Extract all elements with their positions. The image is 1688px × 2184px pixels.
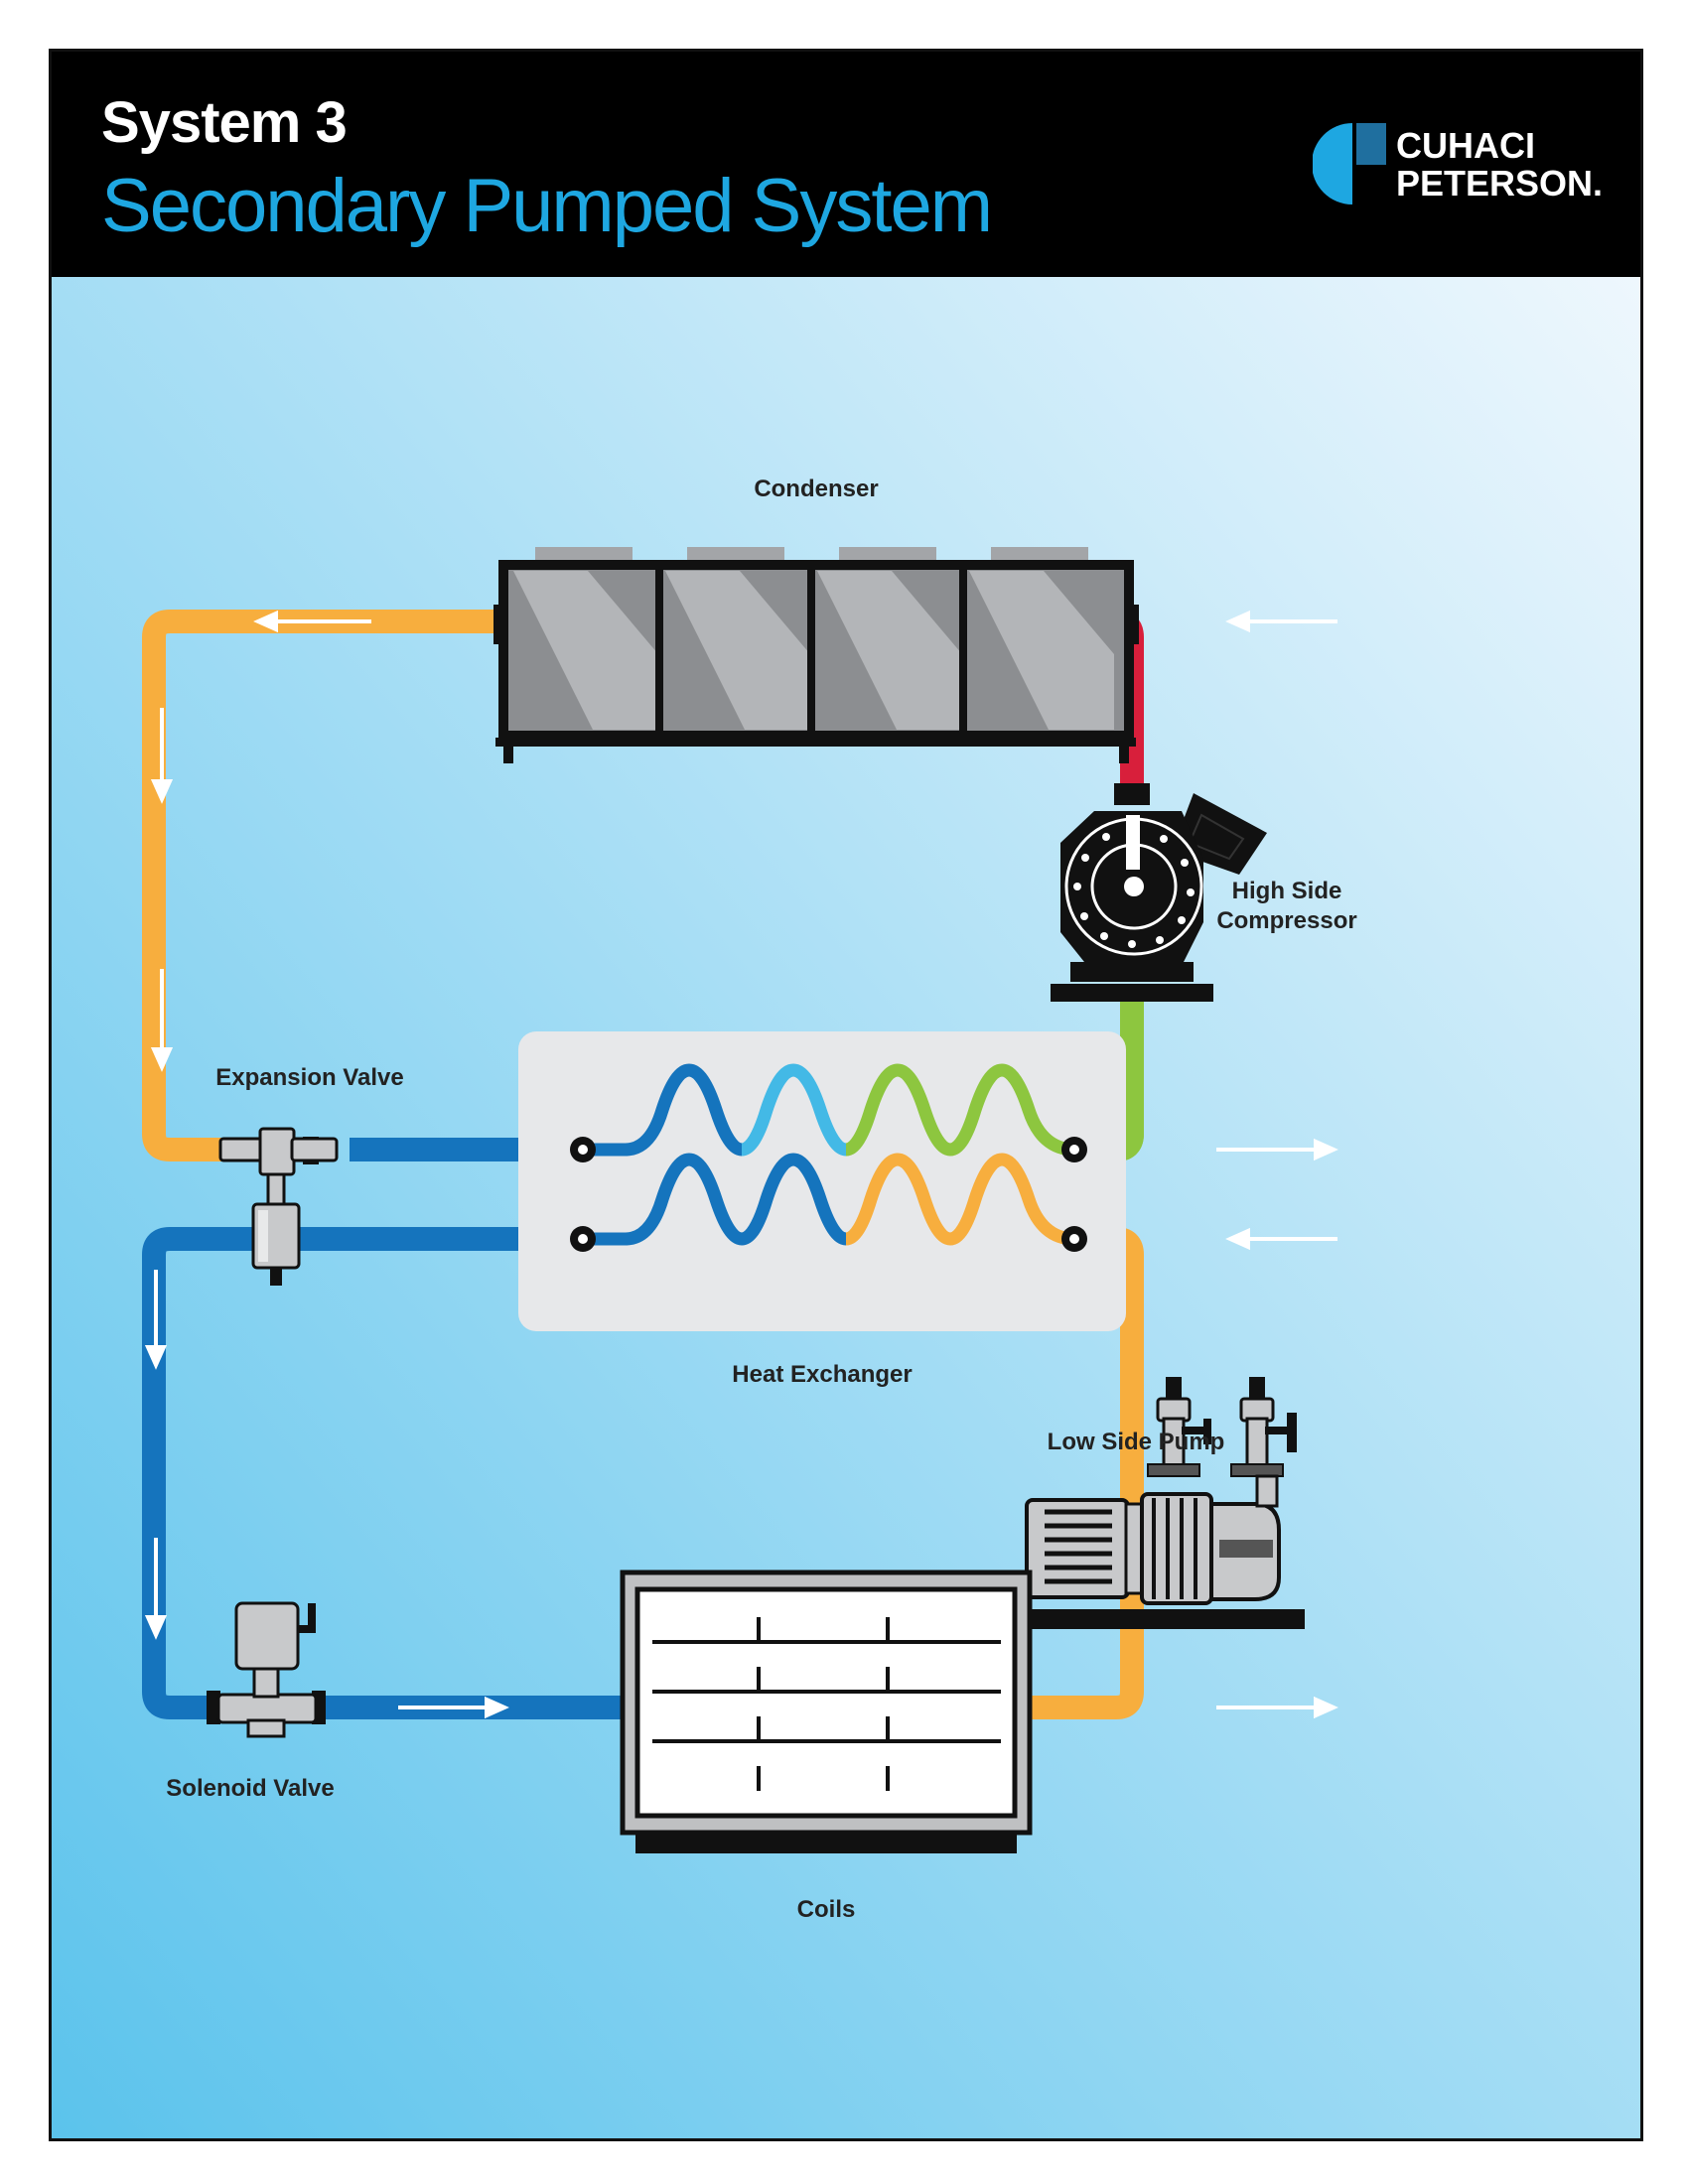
low-side-pump-label: Low Side Pump (1048, 1429, 1225, 1455)
pump-body-ribs (1152, 1498, 1197, 1599)
compressor-label-line2: Compressor (1216, 907, 1356, 934)
system-number-title: System 3 (101, 90, 348, 155)
compressor-bolts (1073, 826, 1195, 948)
heat-exchanger (518, 1031, 1126, 1331)
liquid-pipe (142, 610, 503, 1161)
arrow-left-icon (253, 610, 371, 633)
expansion-valve-label: Expansion Valve (215, 1064, 403, 1091)
coil-fins (652, 1617, 1001, 1791)
solenoid-valve-label: Solenoid Valve (166, 1775, 334, 1802)
compressor-label-line1: High Side (1232, 878, 1342, 904)
coils-label: Coils (797, 1896, 856, 1923)
heat-exchanger-ports (570, 1137, 1087, 1252)
low-side-pump (1017, 1377, 1305, 1629)
solenoid-valve (207, 1601, 326, 1738)
header: System 3 Secondary Pumped System CUHACI … (52, 52, 1640, 277)
system-name-title: Secondary Pumped System (101, 164, 993, 248)
arrow-down-icon (144, 1270, 168, 1370)
high-side-compressor (1051, 783, 1267, 1002)
arrow-down-icon (144, 1538, 168, 1640)
arrow-left-icon (1225, 1227, 1337, 1251)
arrow-left-icon (1225, 610, 1337, 633)
condenser-fan-tops (535, 547, 1088, 563)
arrow-right-icon (398, 1696, 509, 1719)
refrigerant-wave (583, 1063, 1075, 1157)
heat-exchanger-label: Heat Exchanger (732, 1361, 912, 1388)
logo-mark-icon (1312, 123, 1386, 205)
expansion-valve (218, 1127, 339, 1286)
secondary-supply-pipe (142, 1227, 623, 1719)
flow-arrows (144, 610, 1338, 1719)
logo-name-line2: PETERSON. (1396, 163, 1604, 204)
logo-name-line1: CUHACI (1396, 125, 1535, 166)
pump-motor-fins (1045, 1509, 1112, 1584)
pump-valve-left (1147, 1377, 1211, 1477)
arrow-down-icon (150, 708, 174, 804)
diagram-frame: System 3 Secondary Pumped System CUHACI … (49, 49, 1643, 2141)
refrigeration-diagram: Condenser High Side Compressor (52, 277, 1640, 2138)
pump-valve-right (1230, 1377, 1297, 1477)
arrow-right-icon (1216, 1138, 1338, 1161)
arrow-right-icon (1216, 1696, 1338, 1719)
arrow-down-icon (150, 969, 174, 1072)
company-logo: CUHACI PETERSON. (1312, 109, 1611, 218)
coils (620, 1570, 1033, 1853)
condenser (493, 547, 1139, 763)
secondary-fluid-wave (583, 1153, 1075, 1246)
condenser-label: Condenser (754, 476, 878, 502)
